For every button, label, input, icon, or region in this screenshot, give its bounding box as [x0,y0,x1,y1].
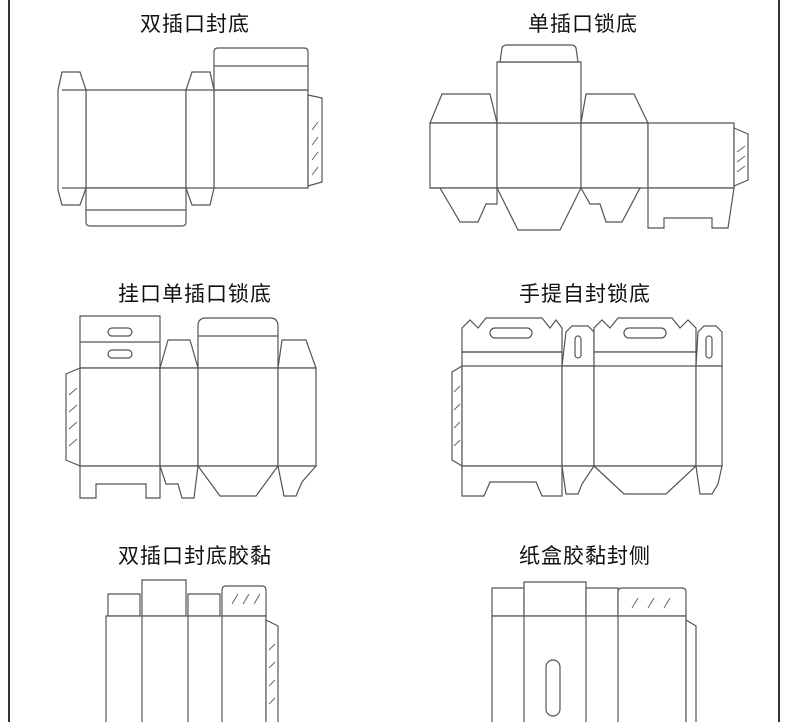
dieline-title: 手提自封锁底 [519,282,651,306]
outer-frame [8,0,780,722]
dieline-title: 双插口封底 [140,12,250,36]
dieline-title: 挂口单插口锁底 [118,282,272,306]
dieline-title: 纸盒胶黏封侧 [519,544,651,568]
dieline-title: 双插口封底胶黏 [118,544,272,568]
dieline-title: 单插口锁底 [528,12,638,36]
